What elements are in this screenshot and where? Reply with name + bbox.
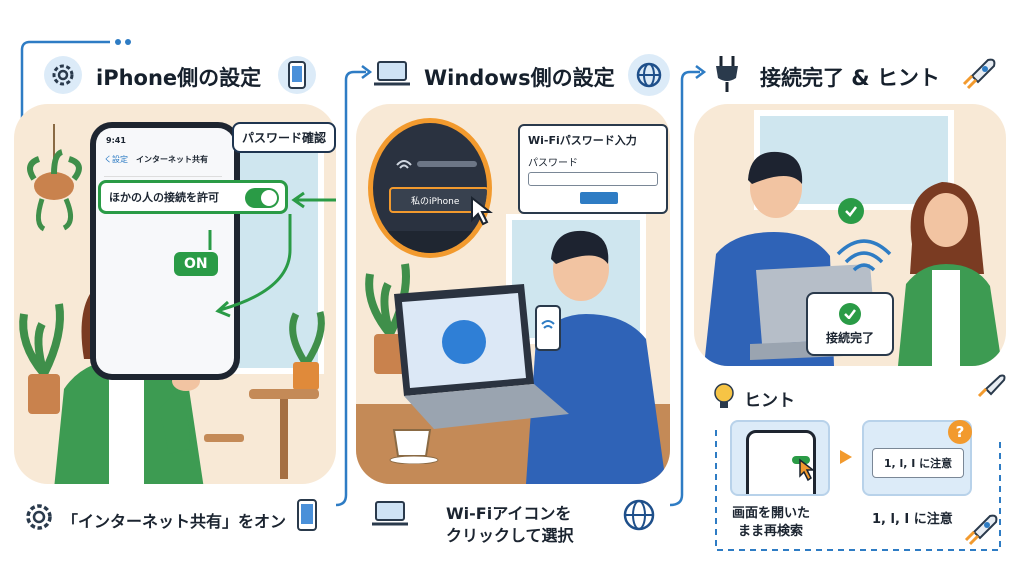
dialog-title: Wi-Fiパスワード入力 [528,134,637,147]
windows-illustration-panel [356,104,670,484]
arrow-right-icon [840,450,852,464]
hint-card-chars: 1, l, I に注意 ? [862,420,972,496]
hint-card-chars-inner: 1, l, I に注意 [872,448,964,478]
window-plant [289,311,325,390]
phone-header: インターネット共有 [136,155,208,164]
status-time: 9:41 [106,136,126,145]
gear-icon [44,56,82,94]
connect-button[interactable] [580,192,618,204]
network-list-magnifier: 私のiPhone [368,118,492,258]
coffee-cup [389,429,439,464]
stool [204,434,244,442]
section1-title: iPhone側の設定 [96,66,262,90]
dialog-label: パスワード [528,158,578,169]
section2-caption-line1: Wi-Fiアイコンを [446,504,572,523]
laptop-small-icon [372,501,408,526]
section2-title: Windows側の設定 [424,66,615,90]
hint-card-research [730,420,830,496]
globe-wifi-icon [628,54,670,96]
woman-illustration [898,182,1002,366]
back-link[interactable]: く設定 [104,155,128,164]
globe-small-icon [623,499,655,531]
connected-label: 接続完了 [825,330,874,345]
check-icon [839,302,861,325]
rocket-small-icon [977,374,1006,398]
hint-caption1-line1: 画面を開いた [732,506,811,521]
potted-plant [19,303,64,414]
man-illustration [526,230,666,484]
lightbulb-icon [714,383,734,408]
wifi-password-dialog: Wi-Fiパスワード入力 パスワード [518,124,668,214]
table-leg [280,399,288,479]
plug-icon [716,56,738,92]
connected-callout: 接続完了 [806,292,894,356]
cursor-icon [799,458,816,482]
hint-caption2: 1, l, I に注意 [872,512,953,527]
cafe-table [249,389,319,399]
laptop-illustration [394,284,569,429]
password-callout: パスワード確認 [232,122,337,153]
phone-outline-icon [297,499,317,531]
phone-wifi-illustration [535,305,561,351]
section1-caption: 「インターネット共有」をオン [62,512,287,531]
section3-title: 接続完了 & ヒント [760,66,940,90]
taskbar [373,231,487,253]
connected-illustration-panel [694,104,1006,366]
hint-caption1-line2: まま再検索 [738,524,804,539]
laptop-icon [374,61,410,86]
cursor-icon [471,196,493,226]
hanging-plant [27,124,82,232]
check-badge [838,198,864,224]
iphone-screen-mockup: 9:41 く設定 インターネット共有 [90,122,240,380]
arrow-to-windows [291,191,336,209]
section2-caption-line2: クリックして選択 [446,526,574,545]
smartphone-icon [278,56,316,94]
potted-plant [365,263,410,374]
question-badge-icon: ? [948,420,972,444]
toggle-flow-arrow [208,214,292,318]
wifi-icon [396,160,412,169]
rocket-bottom-icon [964,514,998,546]
password-input[interactable] [528,172,658,186]
hint-title: ヒント [744,391,795,411]
hotspot-toggle[interactable] [245,188,279,208]
list-row [104,176,222,177]
wifi-waves [836,239,892,272]
toggle-label: ほかの人の接続を許可 [109,191,219,204]
rocket-icon [962,58,996,90]
on-badge: ON [174,252,218,276]
allow-connection-row[interactable]: ほかの人の接続を許可 [98,180,288,214]
hint-card2-text: 1, l, I に注意 [883,457,953,470]
network-item-label: 私のiPhone [411,196,460,207]
network-item-iphone[interactable]: 私のiPhone [389,187,487,213]
placeholder-row [417,161,477,167]
settings-gear-icon [20,498,58,536]
